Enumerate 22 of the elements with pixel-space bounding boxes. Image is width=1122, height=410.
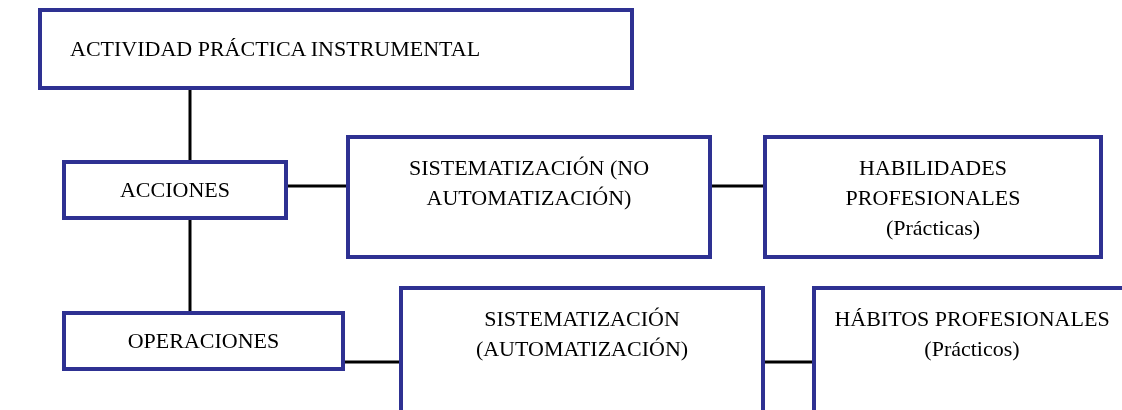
connector-line — [345, 360, 399, 364]
box-text: SISTEMATIZACIÓN (NO AUTOMATIZACIÓN) — [407, 154, 651, 212]
box-text: SISTEMATIZACIÓN (AUTOMATIZACIÓN) — [474, 305, 690, 363]
text-box — [763, 135, 1103, 259]
connector-line — [765, 360, 812, 364]
text-box — [62, 160, 288, 220]
connector-line — [188, 220, 192, 311]
connector-line — [188, 90, 192, 160]
box-text: ACTIVIDAD PRÁCTICA INSTRUMENTAL — [70, 35, 481, 63]
text-box — [346, 135, 712, 259]
box-text: HABILIDADES PROFESIONALES — [844, 154, 1022, 212]
connector-line — [712, 184, 763, 188]
box-text: (Prácticas) — [885, 214, 981, 242]
text-box — [812, 286, 1122, 410]
box-text: (Prácticos) — [924, 335, 1020, 363]
box-text: HÁBITOS PROFESIONALES — [834, 305, 1110, 333]
text-box — [38, 8, 634, 90]
box-text: OPERACIONES — [127, 327, 280, 355]
connector-line — [288, 184, 346, 188]
box-text: ACCIONES — [120, 176, 230, 204]
text-box — [399, 286, 765, 410]
text-box — [62, 311, 345, 371]
